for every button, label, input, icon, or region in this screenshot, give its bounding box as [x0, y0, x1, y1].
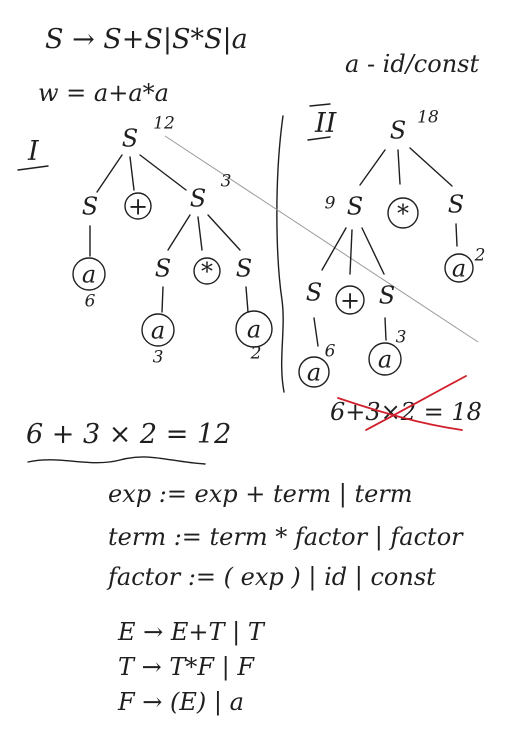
tree-edge	[349, 229, 353, 275]
parse-tree-one: I S 12 S + S 3 a 6 S * S a 3 a 2	[17, 114, 273, 368]
tree-one-left-s: S	[82, 193, 98, 221]
grammar-rule: S → S+S|S*S|a	[45, 24, 248, 55]
tree-two-a-right-value: 2	[474, 246, 486, 266]
tree-one-root-value: 12	[153, 114, 175, 134]
tree-edge	[129, 156, 135, 191]
tree-one-right-s: S	[190, 185, 206, 213]
tree-two-mid-s2: S	[379, 282, 395, 310]
tree-two-left-value: 9	[325, 194, 336, 214]
terminal-circle	[368, 342, 402, 376]
result-two: 6+3×2 = 18	[330, 398, 482, 426]
cross-out-stroke	[337, 397, 463, 431]
diagonal-stroke	[164, 135, 479, 343]
input-string: w = a+a*a	[38, 79, 169, 107]
tree-edge	[197, 216, 203, 251]
plus-node-circle	[335, 285, 365, 315]
tree-edge	[397, 149, 401, 185]
terminal-circle	[298, 356, 330, 388]
tree-one-a2: a	[151, 317, 165, 345]
tree-two-left-s: S	[347, 193, 363, 221]
tree-edge	[359, 149, 386, 186]
tree-two-times: *	[397, 200, 409, 228]
tree-two-a1: a	[307, 359, 321, 387]
terminal-circle	[444, 253, 474, 283]
bnf-t: T → T*F | F	[118, 653, 255, 682]
tree-edge	[409, 147, 453, 187]
parse-tree-two: II S 18 9 S * S S + S a 2 a 6 a 3	[298, 103, 486, 388]
tree-one-right-value: 3	[221, 172, 232, 192]
tree-one-a3-value: 2	[250, 344, 262, 364]
result-one: 6 + 3 × 2 = 12	[26, 419, 231, 450]
tree-one-a3: a	[247, 316, 261, 344]
tree-one-last-s: S	[236, 255, 252, 283]
bnf-f: F → (E) | a	[117, 688, 244, 717]
tree-two-mid-s: S	[306, 279, 322, 307]
tree-two-label-strokes	[307, 103, 331, 141]
terminal-circle	[235, 310, 273, 348]
terminal-circle	[72, 257, 106, 291]
tree-one-a1: a	[82, 261, 96, 289]
tree-two-a2: a	[378, 346, 392, 374]
tree-edge	[161, 286, 164, 313]
tree-one-label-underline	[17, 165, 49, 171]
plus-node-circle	[124, 192, 152, 220]
section-divider	[27, 456, 206, 465]
tree-two-plus: +	[340, 287, 360, 315]
token-note: a - id/const	[345, 50, 479, 78]
tree-one-plus: +	[128, 193, 148, 221]
tree-edge	[245, 286, 249, 313]
times-node-circle	[193, 257, 221, 285]
tree-two-a-right: a	[452, 255, 466, 283]
tree-two-root-value: 18	[417, 108, 439, 128]
ebnf-term: term := term * factor | factor	[108, 523, 464, 552]
tree-two-a1-value: 6	[325, 342, 336, 362]
tree-edge	[139, 154, 187, 191]
ebnf-factor: factor := ( exp ) | id | const	[106, 563, 436, 592]
tree-two-label: II	[314, 108, 338, 139]
tree-one-root: S	[122, 125, 138, 153]
times-node-circle	[387, 197, 419, 229]
bnf-e: E → E+T | T	[117, 618, 266, 647]
tree-edge	[167, 214, 191, 251]
tree-two-root: S	[390, 117, 406, 145]
tree-edge	[361, 227, 385, 275]
tree-one-mid-s: S	[155, 255, 171, 283]
tree-edge	[96, 154, 123, 193]
tree-one-times: *	[201, 258, 213, 286]
vertical-divider	[276, 115, 285, 393]
tree-edge	[455, 223, 458, 247]
tree-two-right-s: S	[448, 191, 464, 219]
tree-edge	[313, 317, 319, 347]
tree-edge	[321, 227, 347, 271]
tree-one-label: I	[27, 136, 40, 167]
tree-two-a2-value: 3	[396, 328, 407, 348]
ebnf-exp: exp := exp + term | term	[108, 480, 413, 509]
cross-out-stroke	[365, 375, 467, 431]
tree-one-a1-value: 6	[85, 292, 96, 312]
tree-one-a2-value: 3	[153, 348, 164, 368]
tree-edge	[384, 317, 387, 341]
terminal-circle	[141, 313, 175, 347]
tree-edge	[207, 214, 241, 251]
